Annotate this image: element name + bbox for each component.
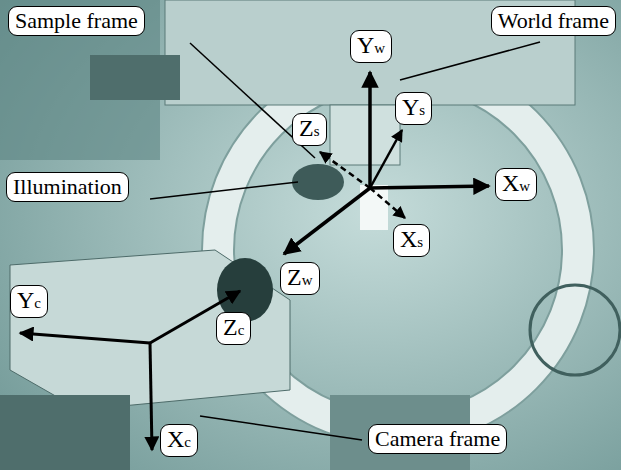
label-text: Zc bbox=[223, 314, 244, 343]
sample-axes bbox=[320, 130, 405, 218]
frame-label: Camera frame bbox=[368, 424, 507, 454]
leader-line bbox=[150, 182, 298, 199]
bicycle-wheel bbox=[530, 285, 620, 375]
frame-label: World frame bbox=[491, 6, 616, 36]
ys-axis bbox=[370, 130, 402, 188]
label-text: Xw bbox=[502, 170, 530, 199]
leader-line bbox=[400, 42, 540, 80]
axis-label: Zc bbox=[216, 312, 251, 345]
part-label: Illumination bbox=[6, 172, 129, 202]
label-text: Camera frame bbox=[375, 426, 500, 452]
zs-axis bbox=[320, 152, 370, 188]
motor bbox=[90, 55, 180, 100]
axis-label: Zs bbox=[292, 113, 327, 146]
sample-holder bbox=[330, 105, 400, 165]
label-text: Zs bbox=[299, 115, 320, 144]
lamp bbox=[292, 164, 344, 200]
label-text: Xc bbox=[167, 426, 191, 455]
axis-label: Xw bbox=[495, 168, 537, 201]
frame-label: Sample frame bbox=[8, 6, 145, 36]
yc-axis bbox=[20, 333, 150, 343]
label-text: Yc bbox=[17, 287, 41, 316]
label-text: Xs bbox=[400, 226, 423, 255]
label-text: Sample frame bbox=[15, 8, 138, 34]
label-text: Zw bbox=[287, 264, 313, 293]
label-text: Illumination bbox=[13, 174, 122, 200]
world-axes bbox=[284, 72, 489, 254]
axis-label: Zw bbox=[280, 262, 320, 295]
xc-axis bbox=[150, 343, 152, 450]
camera-axes bbox=[20, 291, 240, 450]
axis-label: Xc bbox=[160, 424, 198, 457]
leader-line bbox=[200, 416, 362, 440]
zw-axis bbox=[284, 188, 370, 254]
axis-label: Yc bbox=[10, 285, 48, 318]
axis-label: Ys bbox=[395, 92, 432, 125]
axis-label: Yw bbox=[350, 30, 392, 63]
leader-lines bbox=[150, 42, 540, 440]
label-text: Ys bbox=[402, 94, 425, 123]
xs-axis bbox=[370, 188, 405, 218]
label-text: Yw bbox=[357, 32, 385, 61]
xw-axis bbox=[370, 186, 489, 188]
axis-label: Xs bbox=[393, 224, 430, 257]
yw-axis bbox=[368, 72, 372, 188]
camera-mount bbox=[0, 395, 130, 470]
label-text: World frame bbox=[498, 8, 609, 34]
